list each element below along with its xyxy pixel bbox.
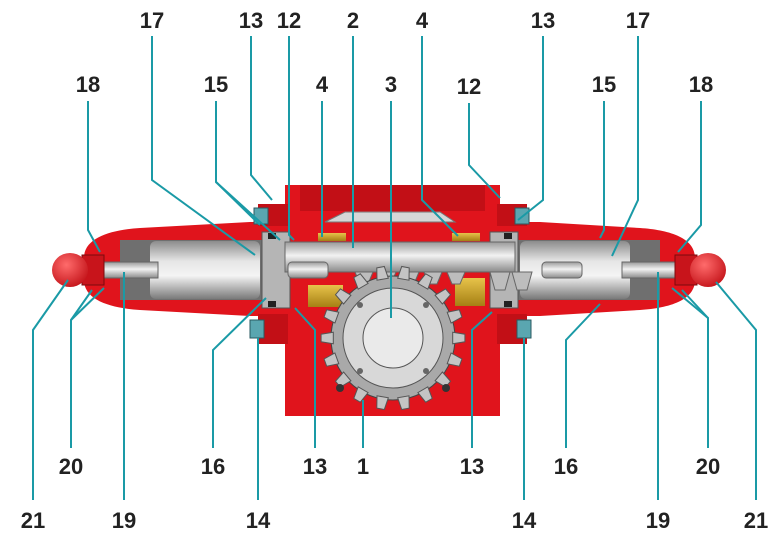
gear-tooth [323,309,340,324]
label-2: 2 [347,8,359,33]
gear-tooth [397,395,410,411]
leader-12b [468,103,501,199]
leader-13b [517,36,544,221]
label-14-left: 14 [246,508,271,533]
label-4-right: 4 [416,8,429,33]
label-3: 3 [385,72,397,97]
leader-12a [288,36,295,241]
gear-tooth [353,386,369,403]
gear-tooth [334,371,352,388]
left-guide-bushing [308,285,343,307]
gear-tooth [334,288,352,305]
label-13-bottom-right: 13 [460,454,484,479]
leader-16a [212,297,267,448]
label-14-right: 14 [512,508,537,533]
label-15-left: 15 [204,72,228,97]
center-block-top [300,185,485,211]
right-stop-rod [621,261,683,279]
label-19-right: 19 [646,508,670,533]
leader-21a [32,279,69,500]
label-4-left: 4 [316,72,329,97]
label-1: 1 [357,454,369,479]
label-16-right: 16 [554,454,578,479]
label-21-left: 21 [21,508,45,533]
leader-16b [565,303,601,448]
leader-15b [599,101,605,239]
leader-20a2 [70,287,105,321]
gear-bolt-tl [357,302,363,308]
gear-bolt-br [423,368,429,374]
gear-tooth [376,265,389,281]
pinion-bolt-left [336,384,344,392]
right-oring-bottom [504,301,512,307]
leader-18b [677,101,702,253]
gear-bore [362,307,424,369]
label-17-left: 17 [140,8,164,33]
leader-20a [70,289,93,448]
pinion-gear [320,265,466,411]
leader-17a [151,36,256,256]
gear-tooth [417,273,433,290]
leader-20b2 [681,289,709,319]
gear-tooth [434,288,452,305]
leader-18a [87,101,101,253]
label-13-top-right: 13 [531,8,555,33]
label-16-left: 16 [201,454,225,479]
label-21-right: 21 [744,508,768,533]
left-stop-rod [97,261,159,279]
pinion-bolt-right [442,384,450,392]
leader-13c [294,307,316,448]
label-13-top-left: 13 [239,8,263,33]
right-top-bushing [452,233,480,241]
label-12-left: 12 [277,8,301,33]
leader-13d [471,311,493,448]
part-labels: 17 13 12 2 4 13 17 18 15 4 3 12 15 18 20… [21,8,768,533]
gear-tooth [323,352,340,367]
right-rack-screw [541,261,583,279]
gear-tooth [376,395,389,411]
gear-tooth [397,265,410,281]
leader-lines [32,36,757,500]
left-piston [150,241,260,299]
leader-13a [250,36,273,201]
gear-tooth [320,331,334,345]
gear-tooth [452,331,466,345]
label-13-bottom-left: 13 [303,454,327,479]
left-end-cap [52,253,88,287]
left-oring-bottom [268,301,276,307]
gear-tooth [446,352,463,367]
label-20-right: 20 [696,454,720,479]
leader-4b [421,36,459,237]
label-15-right: 15 [592,72,616,97]
right-end-cap [690,253,726,287]
gear-tooth [353,273,369,290]
right-mount-bolt [516,319,532,339]
left-mount-bolt [249,319,265,339]
gear-bolt-tr [423,302,429,308]
label-19-left: 19 [112,508,136,533]
label-12-right: 12 [457,74,481,99]
leader-21b [715,281,757,500]
gear-tooth [417,386,433,403]
gear-bolt-bl [357,368,363,374]
left-oring-top [268,233,276,239]
right-oring-top [504,233,512,239]
leader-17b [611,36,639,257]
label-18-left: 18 [76,72,100,97]
left-rack-screw [287,261,329,279]
label-17-right: 17 [626,8,650,33]
leader-15a2 [215,181,261,226]
label-20-left: 20 [59,454,83,479]
label-18-right: 18 [689,72,713,97]
gear-tooth [446,309,463,324]
left-top-bushing [318,233,346,241]
